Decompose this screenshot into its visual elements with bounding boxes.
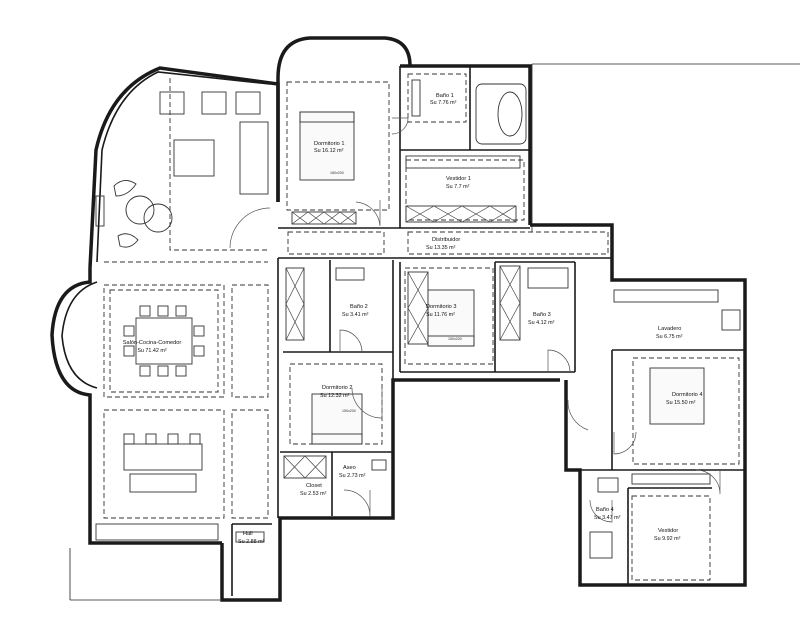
room-name-distribuidor: Distribuidor xyxy=(432,237,460,243)
exterior-walls xyxy=(50,36,747,602)
room-name-lavadero: Lavadero xyxy=(658,326,681,332)
storage-modules xyxy=(95,155,719,541)
room-name-bano-1: Baño 1 xyxy=(436,93,454,99)
bed-dormitorio-1 xyxy=(299,111,355,181)
room-area-lavadero: Su 6.75 m² xyxy=(656,334,683,340)
bed-dormitorio-4 xyxy=(649,367,705,425)
room-area-dormitorio-2: Su 12.32 m² xyxy=(320,393,350,399)
bed-size-3: 150x200 xyxy=(448,337,462,341)
room-area-vestidor-1: Su 7.7 m² xyxy=(446,184,470,190)
room-name-bano-3: Baño 3 xyxy=(533,312,551,318)
room-labels: Salón-Cocina-Comedor Su 71.42 m² Dormito… xyxy=(123,93,703,545)
room-area-closet: Su 2.53 m² xyxy=(300,491,327,497)
room-area-dormitorio-4: Su 15.50 m² xyxy=(666,400,696,406)
room-name-vestidor-1: Vestidor 1 xyxy=(446,176,471,182)
room-name-aseo: Aseo xyxy=(343,465,356,471)
room-area-dormitorio-1: Su 16.12 m² xyxy=(314,148,344,154)
room-name-salon: Salón-Cocina-Comedor xyxy=(123,340,182,346)
room-area-bano-2: Su 3.41 m² xyxy=(342,312,369,318)
room-name-hall: Hall xyxy=(243,531,253,537)
room-name-dormitorio-1: Dormitorio 1 xyxy=(314,141,344,147)
room-name-dormitorio-4: Dormitorio 4 xyxy=(672,392,702,398)
room-area-dormitorio-3: Su 11.76 m² xyxy=(426,312,455,318)
room-area-distribuidor: Su 13.35 m² xyxy=(426,245,456,251)
room-area-bano-1: Su 7.76 m² xyxy=(430,100,457,106)
room-name-bano-2: Baño 2 xyxy=(350,304,368,310)
room-area-hall: Su 2.88 m² xyxy=(238,539,265,545)
room-area-bano-4: Su 3.47 m² xyxy=(594,515,621,521)
bed-dormitorio-2 xyxy=(311,393,363,445)
bed-size-2: 150x200 xyxy=(342,409,356,413)
bath-fixtures xyxy=(235,79,741,559)
room-name-closet: Closet xyxy=(306,483,322,489)
room-area-vestidor: Su 9.92 m² xyxy=(654,536,681,542)
room-area-bano-3: Su 4.12 m² xyxy=(528,320,555,326)
interior-walls xyxy=(231,66,745,596)
bed-size-1: 180x200 xyxy=(330,171,344,175)
site-boundary xyxy=(69,63,800,601)
room-name-bano-4: Baño 4 xyxy=(596,507,614,513)
room-name-dormitorio-2: Dormitorio 2 xyxy=(322,385,352,391)
room-name-dormitorio-3: Dormitorio 3 xyxy=(426,304,456,310)
bed-dormitorio-3 xyxy=(427,289,475,347)
door-swings xyxy=(229,117,721,523)
room-area-salon: Su 71.42 m² xyxy=(137,348,167,354)
living-furniture xyxy=(95,91,269,493)
beds: 180x200 150x200 150x200 xyxy=(299,111,705,445)
room-area-aseo: Su 2.73 m² xyxy=(339,473,366,479)
room-name-vestidor: Vestidor xyxy=(658,528,678,534)
